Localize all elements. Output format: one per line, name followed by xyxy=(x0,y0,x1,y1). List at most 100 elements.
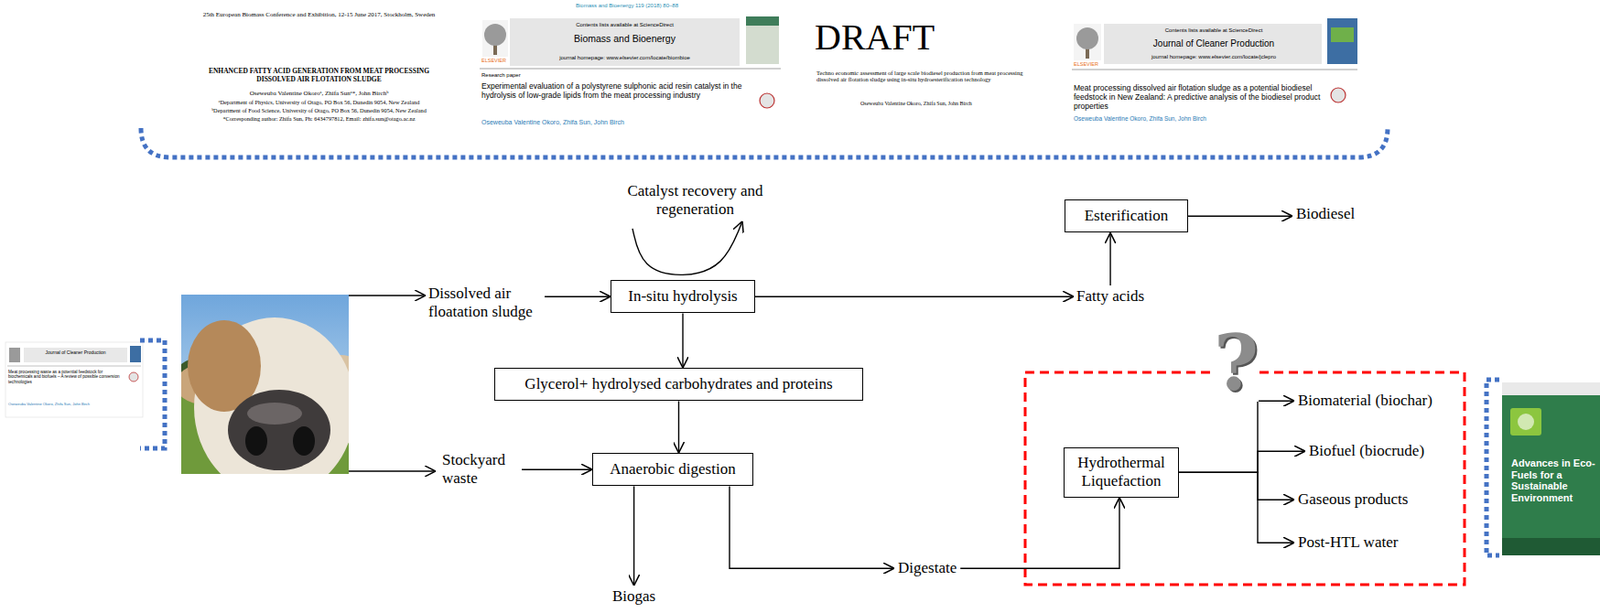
paper-text: ᵃDepartment of Physics, University of Ot… xyxy=(188,98,450,106)
paper-thumbnail xyxy=(5,342,143,418)
flow-arrow xyxy=(729,486,895,569)
cow-photo xyxy=(292,426,315,456)
paper-thumbnail xyxy=(1103,23,1322,65)
paper-title: ENHANCED FATTY ACID GENERATION FROM MEAT… xyxy=(197,67,441,84)
paper-text: *Corresponding author: Zhifa Sun, Ph: 64… xyxy=(188,115,450,122)
paper-thumbnail xyxy=(1327,18,1358,65)
paper-title: Experimental evaluation of a polystyrene… xyxy=(481,82,747,101)
dotted-bracket xyxy=(1486,379,1500,556)
cow-photo xyxy=(247,402,303,425)
paper-text: journal homepage: www.elsevier.com/locat… xyxy=(512,54,737,62)
flow-label: Biofuel (biocrude) xyxy=(1308,442,1425,461)
book-cover xyxy=(1502,382,1600,556)
flow-arrow xyxy=(755,295,1074,297)
node-text: In-situ hydrolysis xyxy=(622,287,744,306)
flow-arrow xyxy=(681,313,683,368)
book-cover xyxy=(1502,538,1600,556)
cow-photo xyxy=(227,389,331,471)
flow-arrow xyxy=(521,468,593,470)
paper-authors: Oseweuba Valentine Okoro, Zhifa Sun, Joh… xyxy=(8,402,90,408)
process-box: Hydrothermal Liquefaction xyxy=(1063,447,1179,498)
paper-thumbnail xyxy=(479,68,781,70)
book-cover xyxy=(1502,382,1600,396)
paper-thumbnail xyxy=(1071,69,1358,71)
node-text: Catalyst recovery and regeneration xyxy=(615,182,776,220)
paper-thumbnail xyxy=(1330,87,1346,103)
node-text: Anaerobic digestion xyxy=(604,460,742,479)
book-title: Advances in Eco-Fuels for a Sustainable … xyxy=(1511,457,1597,505)
question-mark: ? xyxy=(1213,324,1259,402)
flow-arrow xyxy=(678,400,680,454)
flow-arrow xyxy=(960,497,1120,569)
paper-authors: Oseweuba Valentine Okoro, Zhifa Sun, Joh… xyxy=(860,100,973,108)
journal-name: Biomass and Bioenergy xyxy=(512,32,737,44)
node-text: Dissolved air floatation sludge xyxy=(428,284,543,323)
paper-authors: Oseweuba Valentine Okoro, Zhifa Sun, Joh… xyxy=(481,118,625,127)
process-box: Anaerobic digestion xyxy=(592,453,754,487)
paper-title: Meat processing dissolved air flotation … xyxy=(1073,84,1321,111)
process-box: Esterification xyxy=(1064,199,1189,233)
paper-thumbnail xyxy=(745,16,779,65)
flow-label: Gaseous products xyxy=(1297,490,1408,509)
flow-arrow xyxy=(1178,472,1295,500)
paper-authors: Oseweuba Valentine Okoroᵃ, Zhifa Sunᵃ*, … xyxy=(188,89,450,98)
node-text: Biofuel (biocrude) xyxy=(1308,442,1425,461)
paper-thumbnail xyxy=(482,20,509,57)
journal-name: Journal of Cleaner Production xyxy=(23,350,128,357)
flow-label: Post-HTL water xyxy=(1297,533,1398,552)
paper-thumbnail xyxy=(1330,27,1354,43)
flow-label: Catalyst recovery and regeneration xyxy=(615,182,776,220)
flow-label: Biodiesel xyxy=(1296,205,1355,224)
cow-photo xyxy=(181,294,349,475)
paper-thumbnail xyxy=(479,16,781,109)
process-box: In-situ hydrolysis xyxy=(610,280,756,314)
paper-authors: Oseweuba Valentine Okoro, Zhifa Sun, Joh… xyxy=(1073,115,1207,122)
node-text: Biomaterial (biochar) xyxy=(1297,391,1433,411)
dashed-region xyxy=(1025,372,1465,585)
paper-text: Contents lists available at ScienceDirec… xyxy=(512,21,737,29)
node-text: Fatty acids xyxy=(1076,287,1145,306)
arrow-line xyxy=(348,294,426,296)
paper-title: Meat processing waste as a potential fee… xyxy=(8,369,126,385)
arrow-line xyxy=(348,295,436,472)
flow-label: Digestate xyxy=(897,559,957,578)
paper-thumbnail xyxy=(484,23,507,46)
node-text: Digestate xyxy=(897,559,957,578)
node-text: Stockyard waste xyxy=(442,451,520,489)
process-box: Glycerol+ hydrolysed carbohydrates and p… xyxy=(494,367,864,401)
paper-text: 25th European Biomass Conference and Exh… xyxy=(188,10,450,19)
flow-label: Biomaterial (biochar) xyxy=(1297,391,1433,411)
paper-title: Techno economic assessment of large scal… xyxy=(816,69,1032,84)
arrow-line xyxy=(348,470,436,472)
flow-arrow xyxy=(633,486,635,586)
flow-label: Stockyard waste xyxy=(442,451,520,489)
flow-arrow xyxy=(1178,400,1295,473)
flow-arrow xyxy=(1188,215,1293,217)
draft-heading: DRAFT xyxy=(814,16,935,59)
paper-text: journal homepage: www.elsevier.com/locat… xyxy=(1105,54,1322,61)
book-cover xyxy=(1517,413,1535,431)
flow-arrow xyxy=(1178,472,1295,543)
node-text: Post-HTL water xyxy=(1297,533,1398,552)
paper-thumbnail xyxy=(759,93,775,109)
paper-thumbnail xyxy=(1073,23,1102,61)
paper-text: Contents lists available at ScienceDirec… xyxy=(1105,27,1322,34)
flow-arrow xyxy=(632,221,743,276)
publisher-logo-text: ELSEVIER xyxy=(1073,61,1099,67)
journal-name: Journal of Cleaner Production xyxy=(1105,38,1322,50)
paper-text: Biomass and Bioenergy 119 (2018) 80–88 xyxy=(512,2,742,10)
paper-thumbnail xyxy=(509,18,740,66)
paper-thumbnail xyxy=(129,372,139,382)
dotted-bracket xyxy=(140,128,1500,556)
paper-thumbnail xyxy=(1076,27,1099,50)
flow-label: Biogas xyxy=(612,587,656,606)
book-cover xyxy=(1510,408,1542,436)
paper-thumbnail xyxy=(9,347,21,363)
node-text: Esterification xyxy=(1076,206,1177,226)
node-text: Gaseous products xyxy=(1297,490,1408,509)
flow-arrow xyxy=(1178,451,1306,473)
dotted-bracket xyxy=(140,340,165,449)
paper-thumbnail xyxy=(745,16,779,26)
